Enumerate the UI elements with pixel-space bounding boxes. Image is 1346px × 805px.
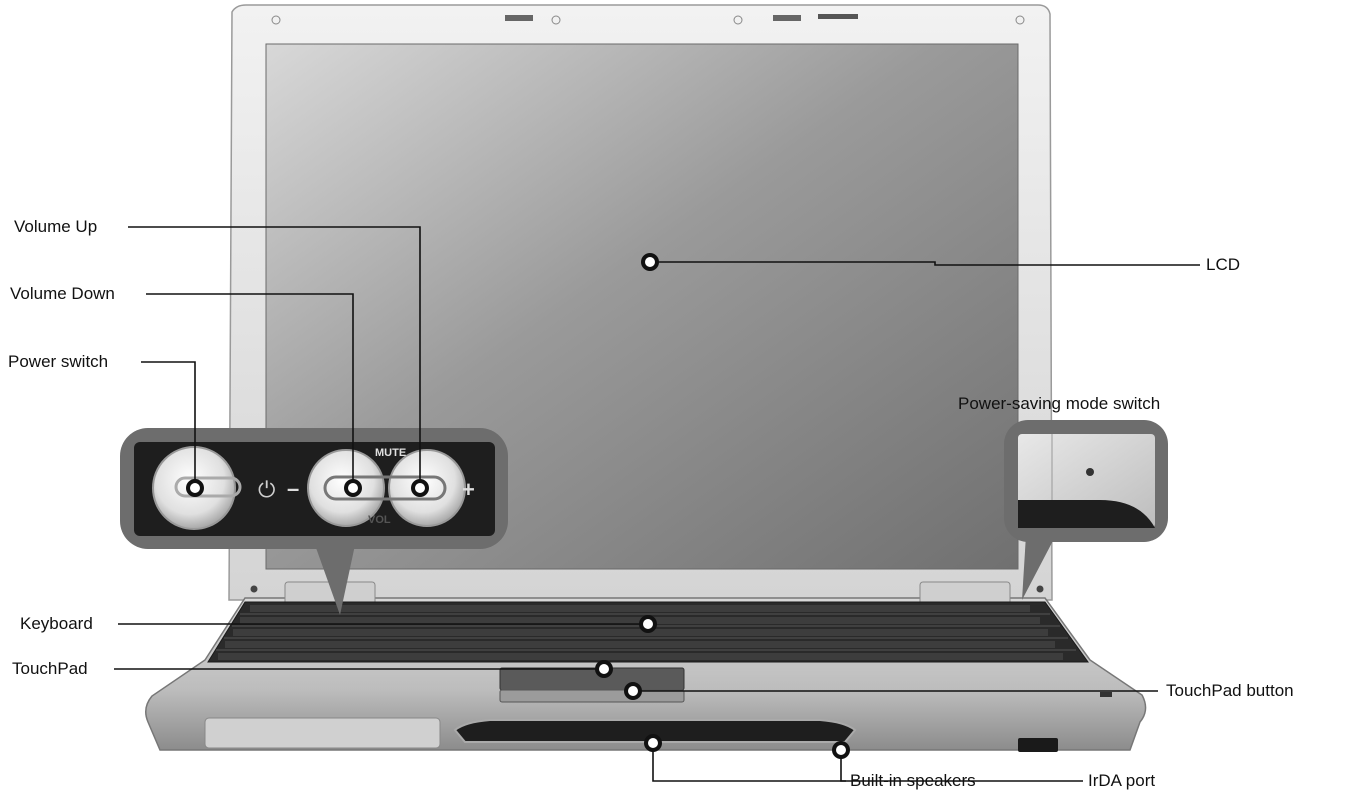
label-power-saving-switch: Power-saving mode switch xyxy=(958,394,1160,414)
label-touchpad-button: TouchPad button xyxy=(1166,681,1294,701)
label-power-switch: Power switch xyxy=(8,352,108,372)
inset-plus-label: + xyxy=(462,477,475,502)
inset-vol-label: VOL xyxy=(368,514,391,526)
dot-touchpad xyxy=(597,662,611,676)
dot-keyboard xyxy=(641,617,655,631)
dot-speakers xyxy=(646,736,660,750)
svg-text:⏻: ⏻ xyxy=(258,478,275,503)
label-built-in-speakers: Built-in speakers xyxy=(850,771,976,791)
inset-minus-label: – xyxy=(287,476,299,501)
dot-irda xyxy=(834,743,848,757)
dot-power xyxy=(188,481,202,495)
dot-volume-down xyxy=(346,481,360,495)
dot-volume-up xyxy=(413,481,427,495)
touchpad-surface xyxy=(500,668,684,690)
label-keyboard: Keyboard xyxy=(20,614,93,634)
dot-touchpad-button xyxy=(626,684,640,698)
dot-lcd xyxy=(643,255,657,269)
label-volume-up: Volume Up xyxy=(14,217,97,237)
label-touchpad: TouchPad xyxy=(12,659,88,679)
label-volume-down: Volume Down xyxy=(10,284,115,304)
inset-mute-label: MUTE xyxy=(375,447,406,459)
label-irda-port: IrDA port xyxy=(1088,771,1155,791)
label-lcd: LCD xyxy=(1206,255,1240,275)
irda-window xyxy=(1018,738,1058,752)
